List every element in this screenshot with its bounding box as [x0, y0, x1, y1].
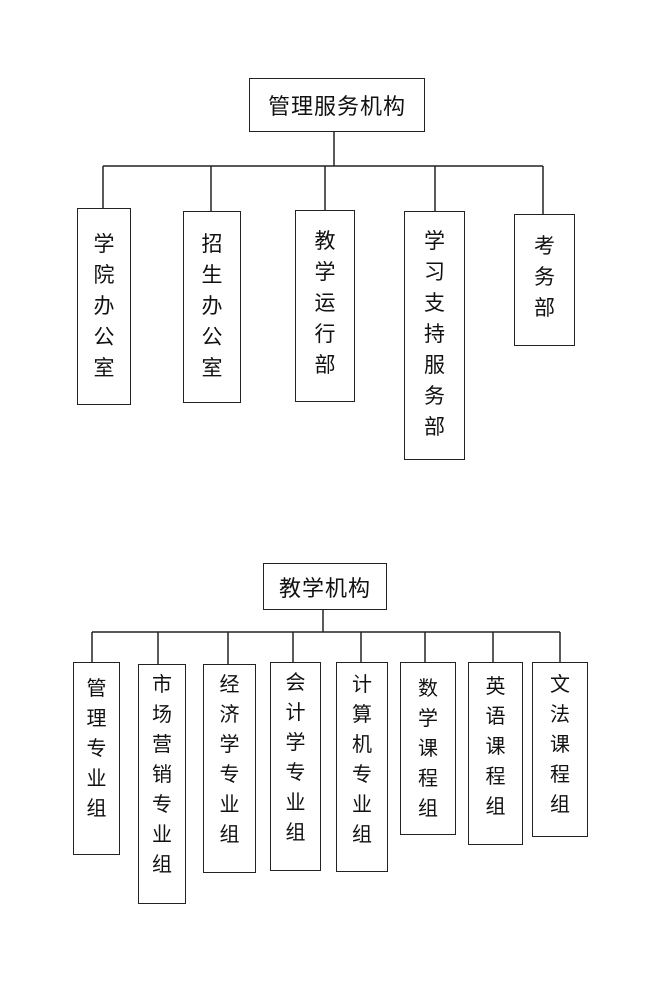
root-node-label: 管理服务机构 — [267, 95, 406, 120]
child-node-label: 数学课程组 — [418, 676, 438, 820]
root-node-label: 教学机构 — [278, 576, 371, 602]
child-node: 招生办公室 — [183, 211, 241, 403]
child-node-label: 会计学专业组 — [285, 670, 306, 844]
child-node-label: 计算机专业组 — [352, 672, 372, 846]
child-node-label: 学习支持服务部 — [424, 229, 445, 439]
root-node-teaching: 教学机构 — [263, 563, 387, 610]
child-node: 会计学专业组 — [270, 662, 321, 871]
child-node: 考务部 — [514, 214, 575, 346]
child-node-label: 经济学专业组 — [219, 672, 240, 846]
child-node-label: 市场营销专业组 — [152, 672, 172, 876]
child-node: 数学课程组 — [400, 662, 456, 835]
child-node: 市场营销专业组 — [138, 664, 186, 904]
child-node-label: 考务部 — [534, 234, 555, 320]
child-node: 英语课程组 — [468, 662, 523, 845]
child-node: 文法课程组 — [532, 662, 588, 837]
child-node: 计算机专业组 — [336, 662, 388, 872]
child-node-label: 学院办公室 — [93, 232, 115, 380]
child-node: 经济学专业组 — [203, 664, 256, 873]
child-node-label: 管理专业组 — [86, 676, 107, 820]
child-node-label: 教学运行部 — [314, 229, 336, 377]
child-node: 教学运行部 — [295, 210, 355, 402]
child-node: 管理专业组 — [73, 662, 120, 855]
child-node-label: 英语课程组 — [485, 674, 506, 818]
child-node: 学院办公室 — [77, 208, 131, 405]
child-node-label: 招生办公室 — [201, 232, 223, 380]
root-node-management-services: 管理服务机构 — [249, 78, 425, 132]
child-node: 学习支持服务部 — [404, 211, 465, 460]
child-node-label: 文法课程组 — [550, 672, 570, 816]
